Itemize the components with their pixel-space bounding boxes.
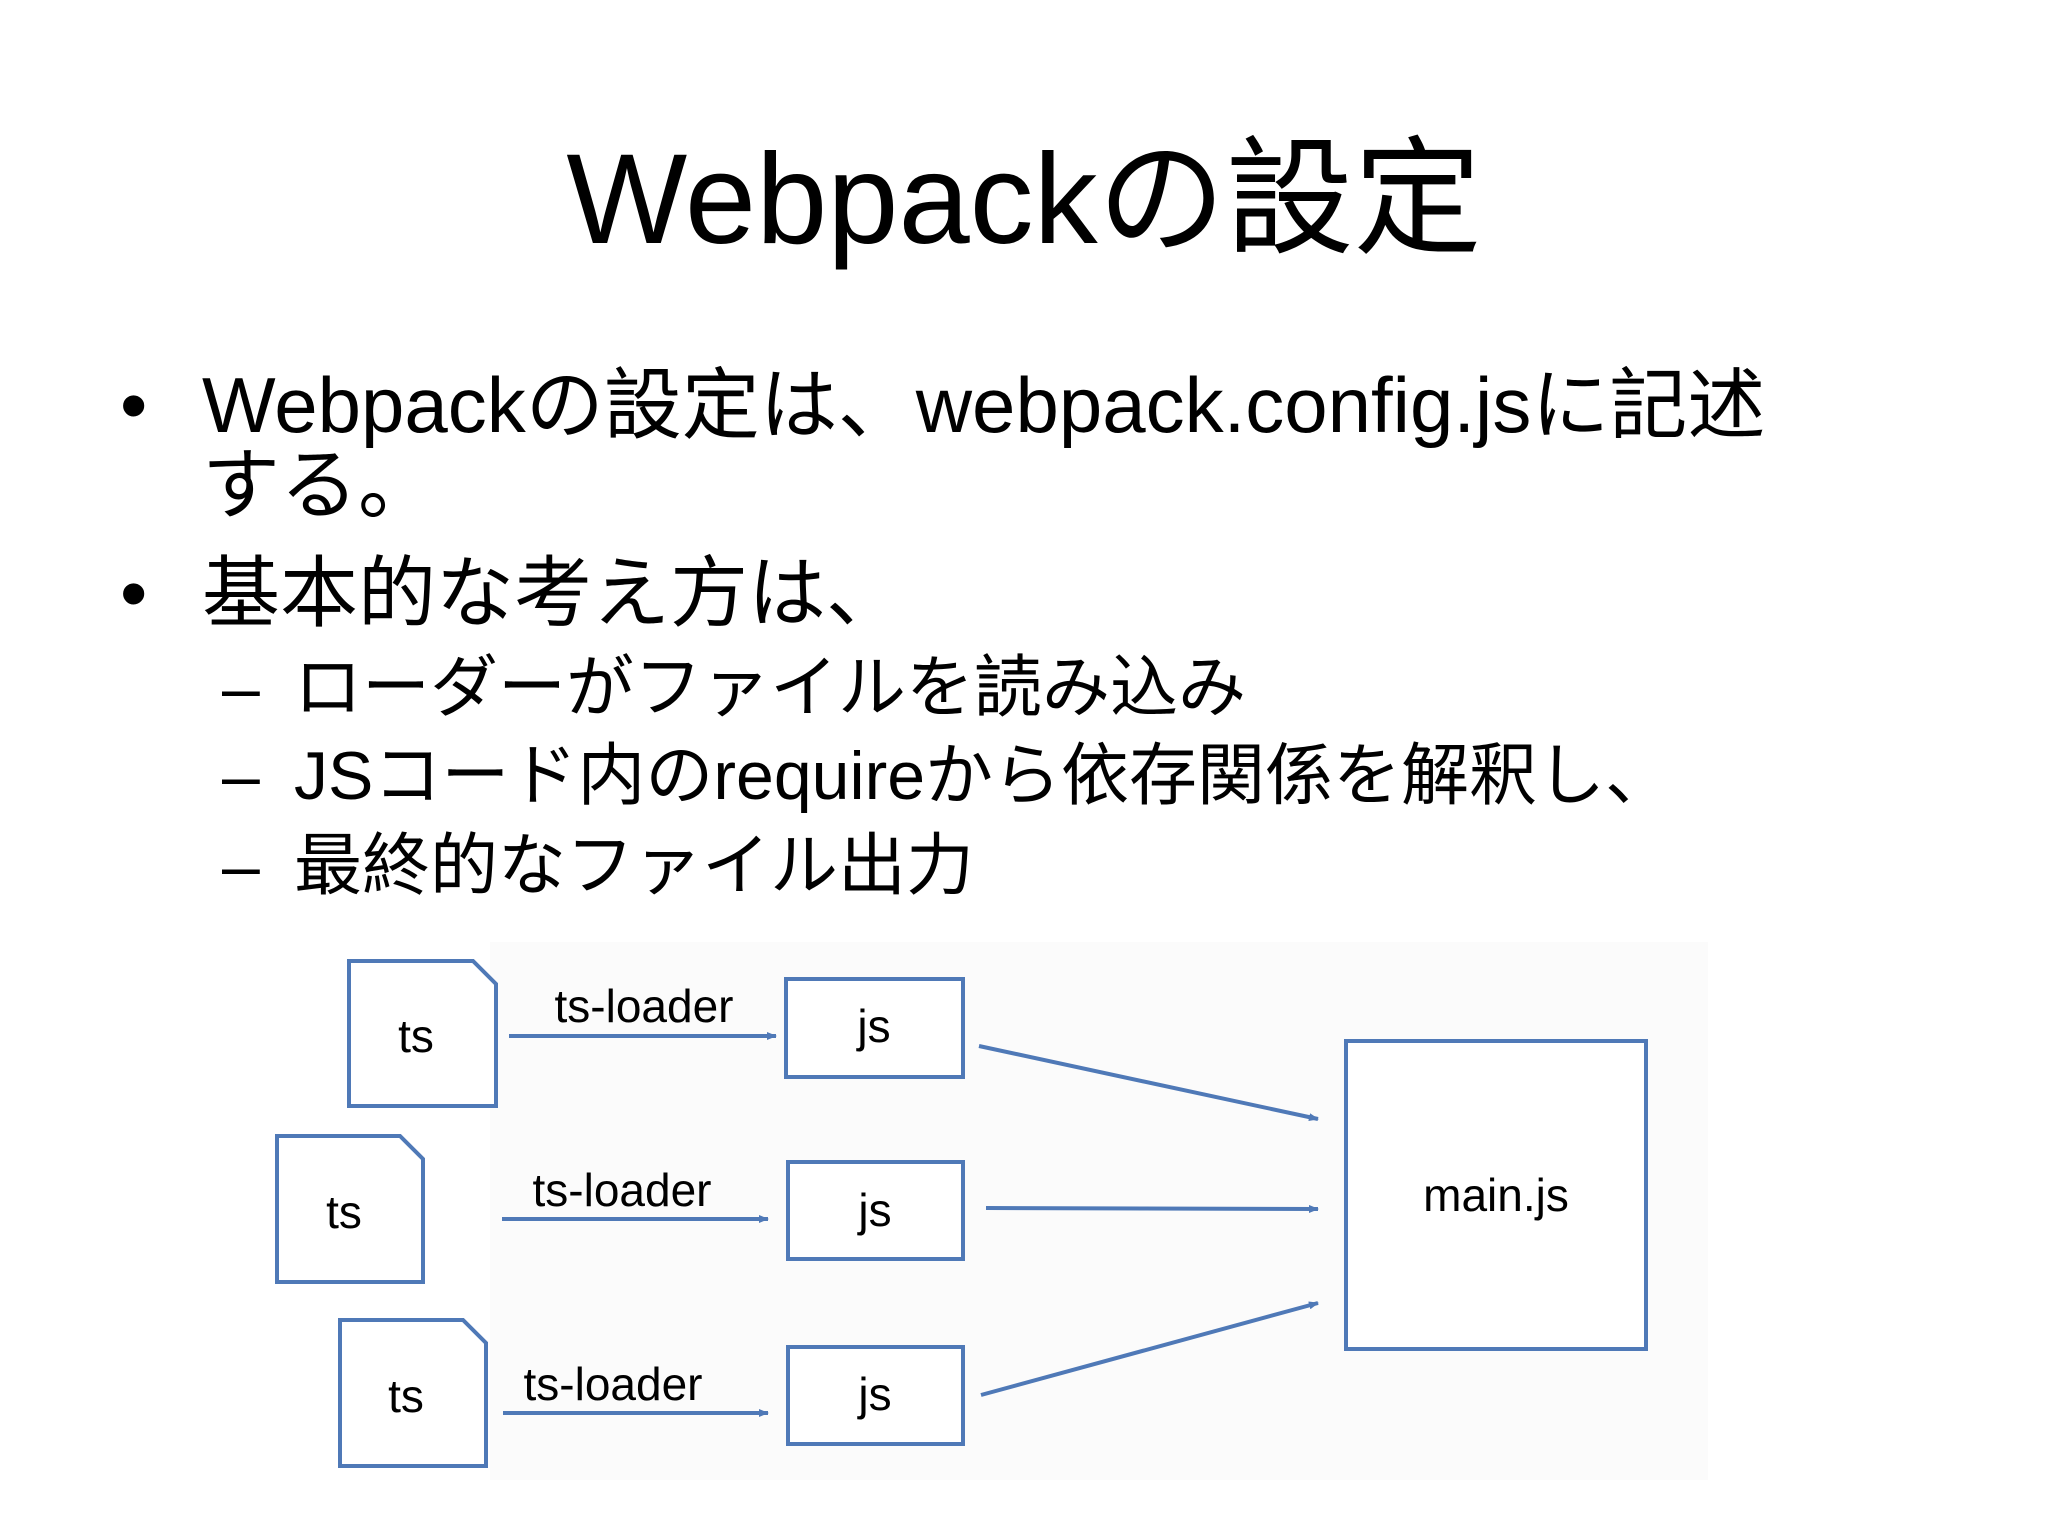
js-output-label: js bbox=[856, 1368, 891, 1420]
js-output-box bbox=[786, 1160, 965, 1261]
ts-loader-label: ts-loader bbox=[533, 1164, 712, 1216]
sub-bullet-text: ローダーがファイルを読み込み bbox=[294, 650, 1247, 726]
slide-title: Webpackの設定 bbox=[566, 128, 1482, 271]
js-output-box bbox=[786, 1345, 965, 1446]
js-output-label: js bbox=[855, 1000, 890, 1052]
ts-file-icon bbox=[347, 959, 498, 1108]
ts-loader-label: ts-loader bbox=[555, 980, 734, 1032]
bundle-arrow bbox=[985, 1204, 1319, 1213]
bullet-text: 基本的な考え方は、 bbox=[202, 549, 905, 637]
sub-bullet-text: 最終的なファイル出力 bbox=[294, 828, 975, 904]
bundle-arrow bbox=[978, 1044, 1319, 1122]
ts-file-icon bbox=[338, 1318, 488, 1468]
bundle-arrow bbox=[980, 1301, 1319, 1397]
ts-file-label: ts bbox=[326, 1186, 362, 1238]
main-bundle-label: main.js bbox=[1423, 1169, 1569, 1221]
js-output-label: js bbox=[856, 1184, 891, 1236]
sub-bullet-text: JSコード内のrequireから依存関係を解釈し、 bbox=[294, 738, 1674, 814]
sub-bullet-marker: – bbox=[222, 650, 260, 726]
bullet-text: Webpackの設定は、webpack.config.jsに記述 bbox=[202, 361, 1766, 449]
ts-file-icon bbox=[275, 1134, 425, 1284]
ts-file-label: ts bbox=[398, 1010, 434, 1062]
ts-loader-label: ts-loader bbox=[524, 1358, 703, 1410]
sub-bullet-marker: – bbox=[222, 828, 260, 904]
bullet-marker: • bbox=[120, 361, 148, 449]
ts-file-label: ts bbox=[388, 1370, 424, 1422]
js-output-box bbox=[784, 977, 965, 1079]
main-bundle-box bbox=[1344, 1039, 1648, 1351]
bullet-marker: • bbox=[120, 549, 148, 637]
bullet-text-continuation: する。 bbox=[202, 441, 437, 529]
sub-bullet-marker: – bbox=[222, 738, 260, 814]
